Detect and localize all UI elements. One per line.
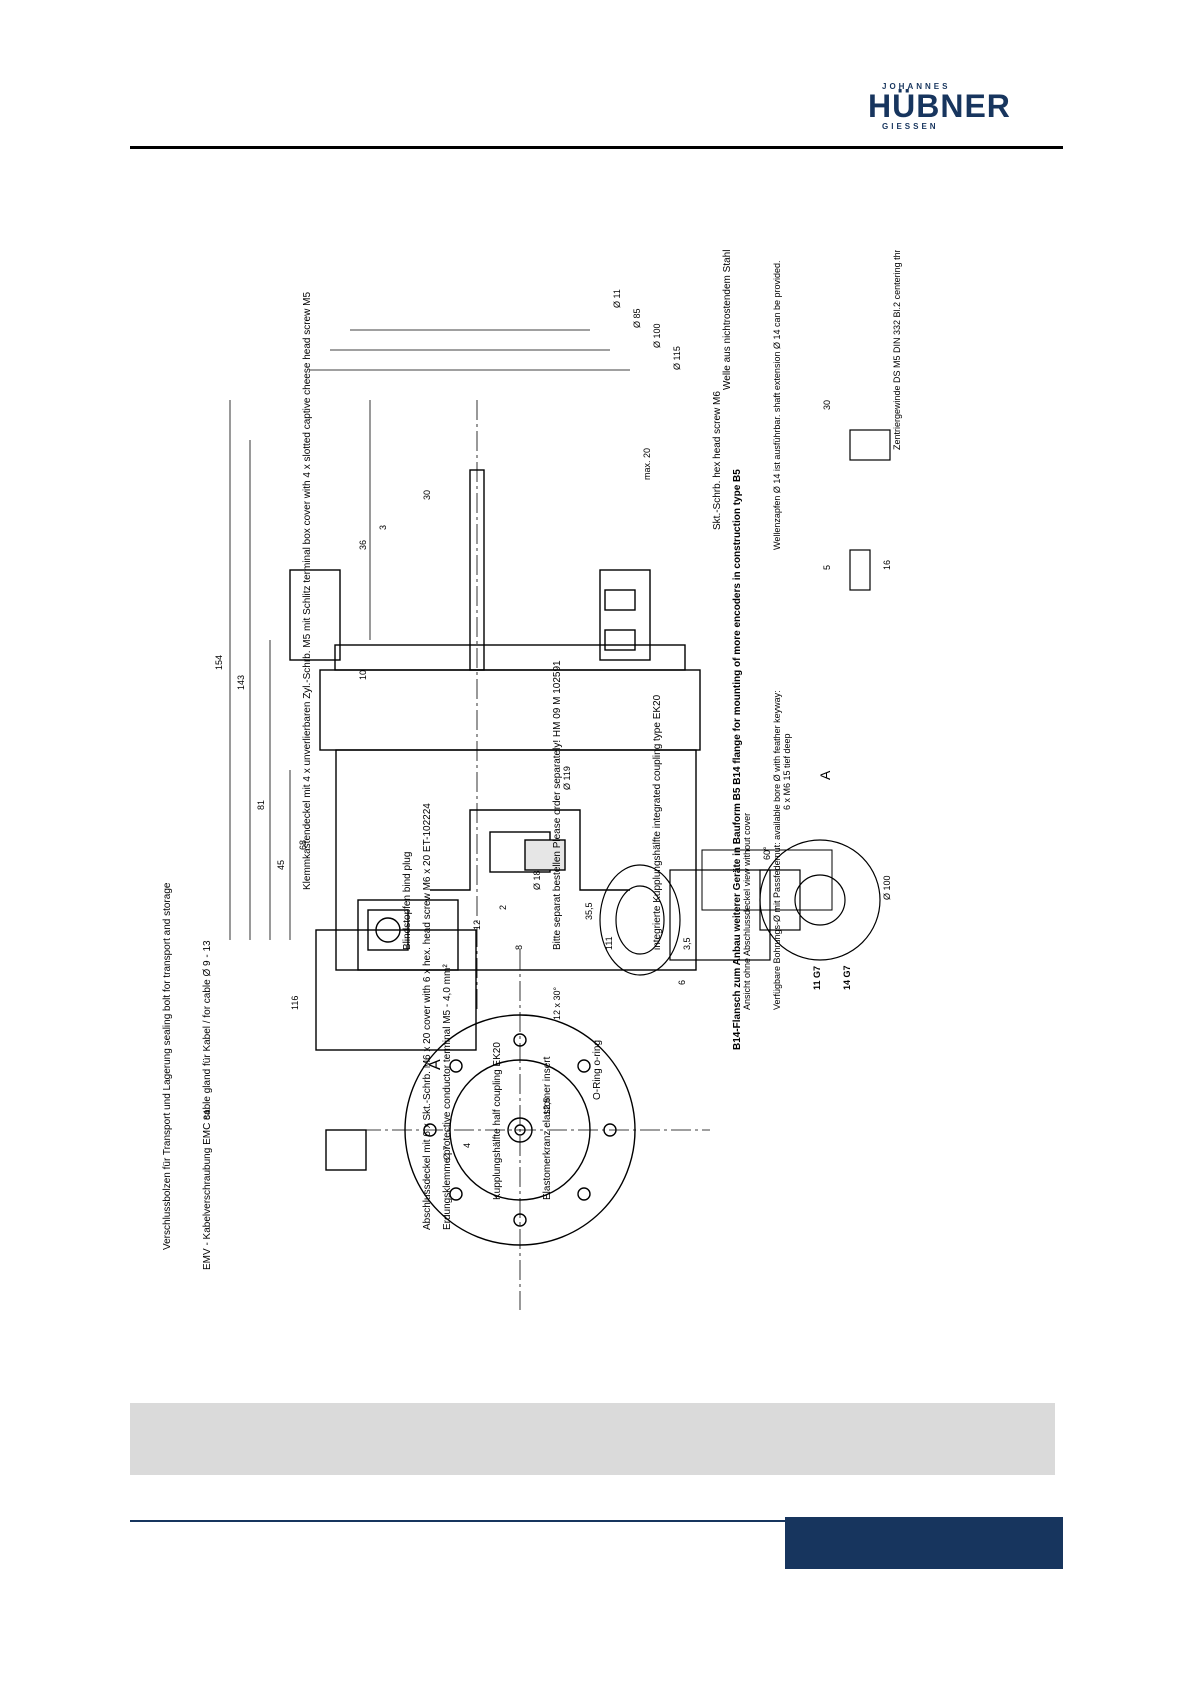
front-view-dim-labels: 111 116 84 12 x 30° 12,5 4 Ø 7	[202, 936, 614, 1160]
dim-d7: Ø 7	[442, 1145, 452, 1160]
front-view-labels: Klemmkastendeckel mit 4 x unverlierbaren…	[162, 292, 563, 1270]
dim-45: 45	[276, 860, 286, 870]
side-view-dims	[229, 329, 630, 940]
shaft-thread-note: Zentriergewinde DS M5 DIN 332 Bl.2 cente…	[892, 250, 902, 450]
view-a-note: Ansicht ohne Abschlussdeckel view withou…	[742, 813, 752, 1010]
shaft-dim-5: 5	[822, 565, 832, 570]
view-a-m6: 6 x M6 15 tief deep	[782, 733, 792, 810]
view-a-arrow: A	[427, 1059, 444, 1070]
b14-note-text: B14-Flansch zum Anbau weiterer Geräte in…	[732, 469, 743, 1050]
side-view	[289, 400, 701, 1010]
label-abschlussdeckel: Abschlussdeckel mit 6 x Skt.-Schrb. M6 x…	[422, 803, 433, 1230]
dim-116: 116	[290, 996, 300, 1010]
footer-block	[785, 1517, 1063, 1569]
dim-2: 2	[498, 905, 508, 910]
label-erdungsklemme: Erdungsklemme protective conductor termi…	[442, 964, 453, 1230]
bore-11g7: 11 G7	[812, 966, 822, 990]
bore-intro: Verfügbare Bohrungs-Ø mit Passfedernut: …	[772, 690, 782, 1010]
logo-top-text: JOHANNES	[882, 82, 951, 91]
view-a-d100: Ø 100	[882, 875, 892, 900]
dim-35-5: 35,5	[584, 902, 594, 920]
dim-d100: Ø 100	[652, 323, 662, 348]
dim-3: 3	[378, 525, 388, 530]
b14-note-box: B14-Flansch zum Anbau weiterer Geräte in…	[701, 469, 833, 1050]
footer-rule	[130, 1520, 1055, 1522]
dim-6: 6	[677, 980, 687, 985]
view-a-title: A	[817, 770, 833, 780]
dim-12-5: 12,5	[542, 1097, 552, 1115]
label-klemmkastendeckel: Klemmkastendeckel mit 4 x unverlierbaren…	[302, 292, 313, 890]
dim-68: 68	[298, 840, 308, 850]
shaft-dim-30: 30	[822, 400, 832, 410]
company-logo: JOHANNES HÜBNER GIESSEN	[868, 82, 1058, 132]
shaft-details	[849, 429, 891, 591]
side-view-dim-labels: 154 143 81 45 10 36 3 30 68 max. 20 Ø 11…	[214, 289, 692, 985]
shaft-note: Wellenzapfen Ø 14 ist ausführbar. shaft …	[772, 260, 782, 550]
label-bitte-separat: Bitte separat bestellen Please order sep…	[552, 660, 563, 950]
dim-max20: max. 20	[642, 448, 652, 480]
dim-143: 143	[236, 675, 246, 690]
front-view	[315, 929, 710, 1310]
dim-d11: Ø 11	[612, 289, 622, 308]
dim-12x30: 12 x 30°	[552, 986, 562, 1020]
dim-154: 154	[214, 655, 224, 670]
dim-d115: Ø 115	[672, 346, 682, 370]
dim-111: 111	[604, 936, 614, 950]
dim-3-5: 3,5	[682, 937, 692, 950]
label-welle: Welle aus nichtrostendem Stahl shaft of …	[722, 250, 733, 390]
side-view-labels: A Abschlussdeckel mit 6 x Skt.-Schrb. M6…	[422, 250, 733, 1230]
bore-14g7: 14 G7	[842, 965, 852, 990]
encoder-3d-view	[599, 864, 771, 976]
dim-d85: Ø 85	[632, 308, 642, 328]
view-a	[759, 839, 881, 961]
label-elastomerkranz: Elastomerkranz elastomer insert	[542, 1056, 553, 1200]
label-emv-kabel: EMV - Kabelverschraubung EMC cable gland…	[202, 940, 213, 1270]
dim-12: 12	[472, 920, 482, 930]
dim-36: 36	[358, 540, 368, 550]
label-kupplungshaelfte: Kupplungshälfte half coupling EK20	[492, 1042, 503, 1200]
label-verschlussbolzen: Verschlussbolzen für Transport und Lager…	[162, 882, 173, 1250]
dim-30: 30	[422, 490, 432, 500]
dim-81: 81	[256, 800, 266, 810]
technical-drawing: 154 143 81 45 10 36 3 30 68 max. 20 Ø 11…	[162, 250, 902, 1310]
caption-box	[130, 1403, 1055, 1475]
shaft-detail-labels: Wellenzapfen Ø 14 ist ausführbar. shaft …	[772, 250, 902, 570]
label-skt-schrb: Skt.-Schrb. hex head screw M6	[712, 391, 723, 530]
logo-main-text: HÜBNER	[868, 88, 1011, 124]
dim-10: 10	[358, 670, 368, 680]
header-rule	[130, 146, 1063, 149]
dim-d119: Ø 119	[562, 766, 572, 790]
dim-d18: Ø 18	[532, 870, 542, 890]
label-o-ring: O-Ring o-ring	[592, 1040, 603, 1100]
logo-bottom-text: GIESSEN	[882, 122, 939, 131]
label-blindstopfen: Blindstopfen bind plug	[402, 852, 413, 950]
label-integrierte-kupplung: integrierte Kupplungshälfte integrated c…	[652, 694, 663, 950]
shaft-dim-16: 16	[882, 560, 892, 570]
dim-84: 84	[202, 1110, 212, 1120]
view-a-labels: A Ansicht ohne Abschlussdeckel view with…	[742, 690, 892, 1010]
view-a-60deg: 60°	[762, 846, 772, 860]
dim-4: 4	[462, 1143, 472, 1148]
dim-8: 8	[514, 945, 524, 950]
